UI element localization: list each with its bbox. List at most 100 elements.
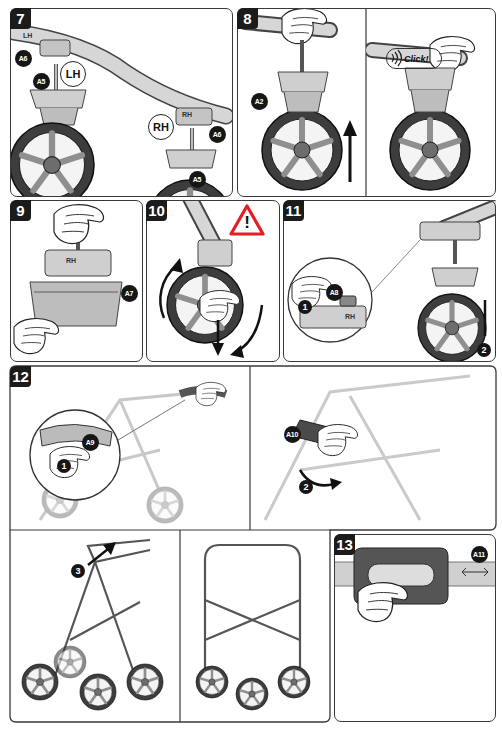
pin [190,128,194,150]
leader-line [372,240,420,292]
step-number: 11 [283,200,304,221]
hand [358,583,407,622]
callout-badge: A11 [471,546,488,563]
hand [282,9,327,44]
arrow-head [343,120,357,136]
detail-inset [30,410,120,500]
wheel [418,294,486,362]
handle-arm [14,32,226,116]
wheel [262,110,342,190]
step-number: 12 [10,366,31,387]
step-panel: 8A2 Click! [237,8,496,197]
pull-arrow [484,300,487,336]
sequence-number: 3 [71,564,85,578]
step-panel: 7A6LHA5RHA6A5 [10,8,233,197]
part-code: A8 [330,289,339,296]
part-code: A5 [193,176,202,183]
step-panel: 11A8 1 2 [283,200,496,362]
step10-art [160,200,262,358]
arrow-head [170,258,183,273]
step12-art [22,540,163,710]
step12-art [30,382,226,523]
handle-arm [190,200,214,244]
turn-arrow [160,266,176,318]
part-code: A2 [255,98,264,105]
callout-badge: A5 [33,73,50,90]
part-marking: RH [182,111,192,118]
wheel [10,123,94,197]
warning-triangle: ! [229,204,265,236]
fork [411,90,449,112]
step-panel: 13A11 [334,534,496,722]
wheel [278,666,310,698]
wheel-mount [166,150,216,168]
release-button [340,296,356,306]
wheel [236,678,268,710]
panel-outline [10,366,330,722]
arm-end [176,108,212,125]
callout-badge: A10 [284,426,301,443]
leader-line [118,400,185,440]
step-panel: 9A7 [10,200,143,362]
wheel [390,110,470,190]
step-number: 7 [10,8,31,29]
mount-edge [34,292,118,293]
wheel-mount [30,90,86,108]
pin [54,64,58,90]
sound-bubble: Click! [386,48,442,69]
arrow-head [330,478,342,490]
side-marker: RH [148,114,174,140]
step-number: 8 [237,8,258,29]
wheel [22,664,58,700]
wheel-mount [198,240,232,266]
sequence-number: 3 [75,566,80,576]
part-code: A7 [125,290,134,297]
callout-badge: A7 [121,285,138,302]
arrow-head [103,542,116,555]
sound-text: Click! [404,54,429,64]
hand [430,37,475,72]
warning-mark: ! [244,214,250,236]
side-label: RH [153,121,169,133]
wheel-mount [278,72,328,92]
turn-arrow [236,305,262,352]
handle-arm [190,200,214,244]
arrow-head [230,345,244,358]
detail-inset [288,258,372,342]
arm-end [45,250,111,276]
pin [300,40,304,72]
part-code: A10 [286,431,298,438]
part-marking: RH [345,313,355,320]
handle-detail [40,424,112,446]
callout-badge: A5 [189,171,206,188]
faded-frame [265,376,470,520]
arm-end [420,222,480,240]
pin [191,128,193,150]
slide-arrow [462,568,488,576]
panel-outline [10,366,496,722]
fold-arrow [88,549,108,565]
step11-art [288,206,496,362]
pin [453,240,457,264]
arm-end [40,40,70,56]
arrow-head [212,343,224,356]
step7-art [10,32,232,197]
wheel [54,646,86,678]
hand [318,425,358,456]
step-panel: 12A91A1023 [10,366,330,722]
sequence-number: 1 [302,302,307,312]
part-marking: RH [66,257,76,264]
part-marking: LH [23,32,32,39]
part-code: A11 [473,551,485,558]
sequence-number: 2 [481,345,486,355]
wheel [127,664,163,700]
wheel-mount [405,68,455,90]
sequence-number: 2 [477,343,491,357]
handle-arm [14,32,226,116]
fork [40,108,78,125]
callout-badge: A6 [15,50,32,67]
push-arrow [349,130,352,182]
sequence-number: 2 [299,480,313,494]
part-code: A6 [19,55,28,62]
